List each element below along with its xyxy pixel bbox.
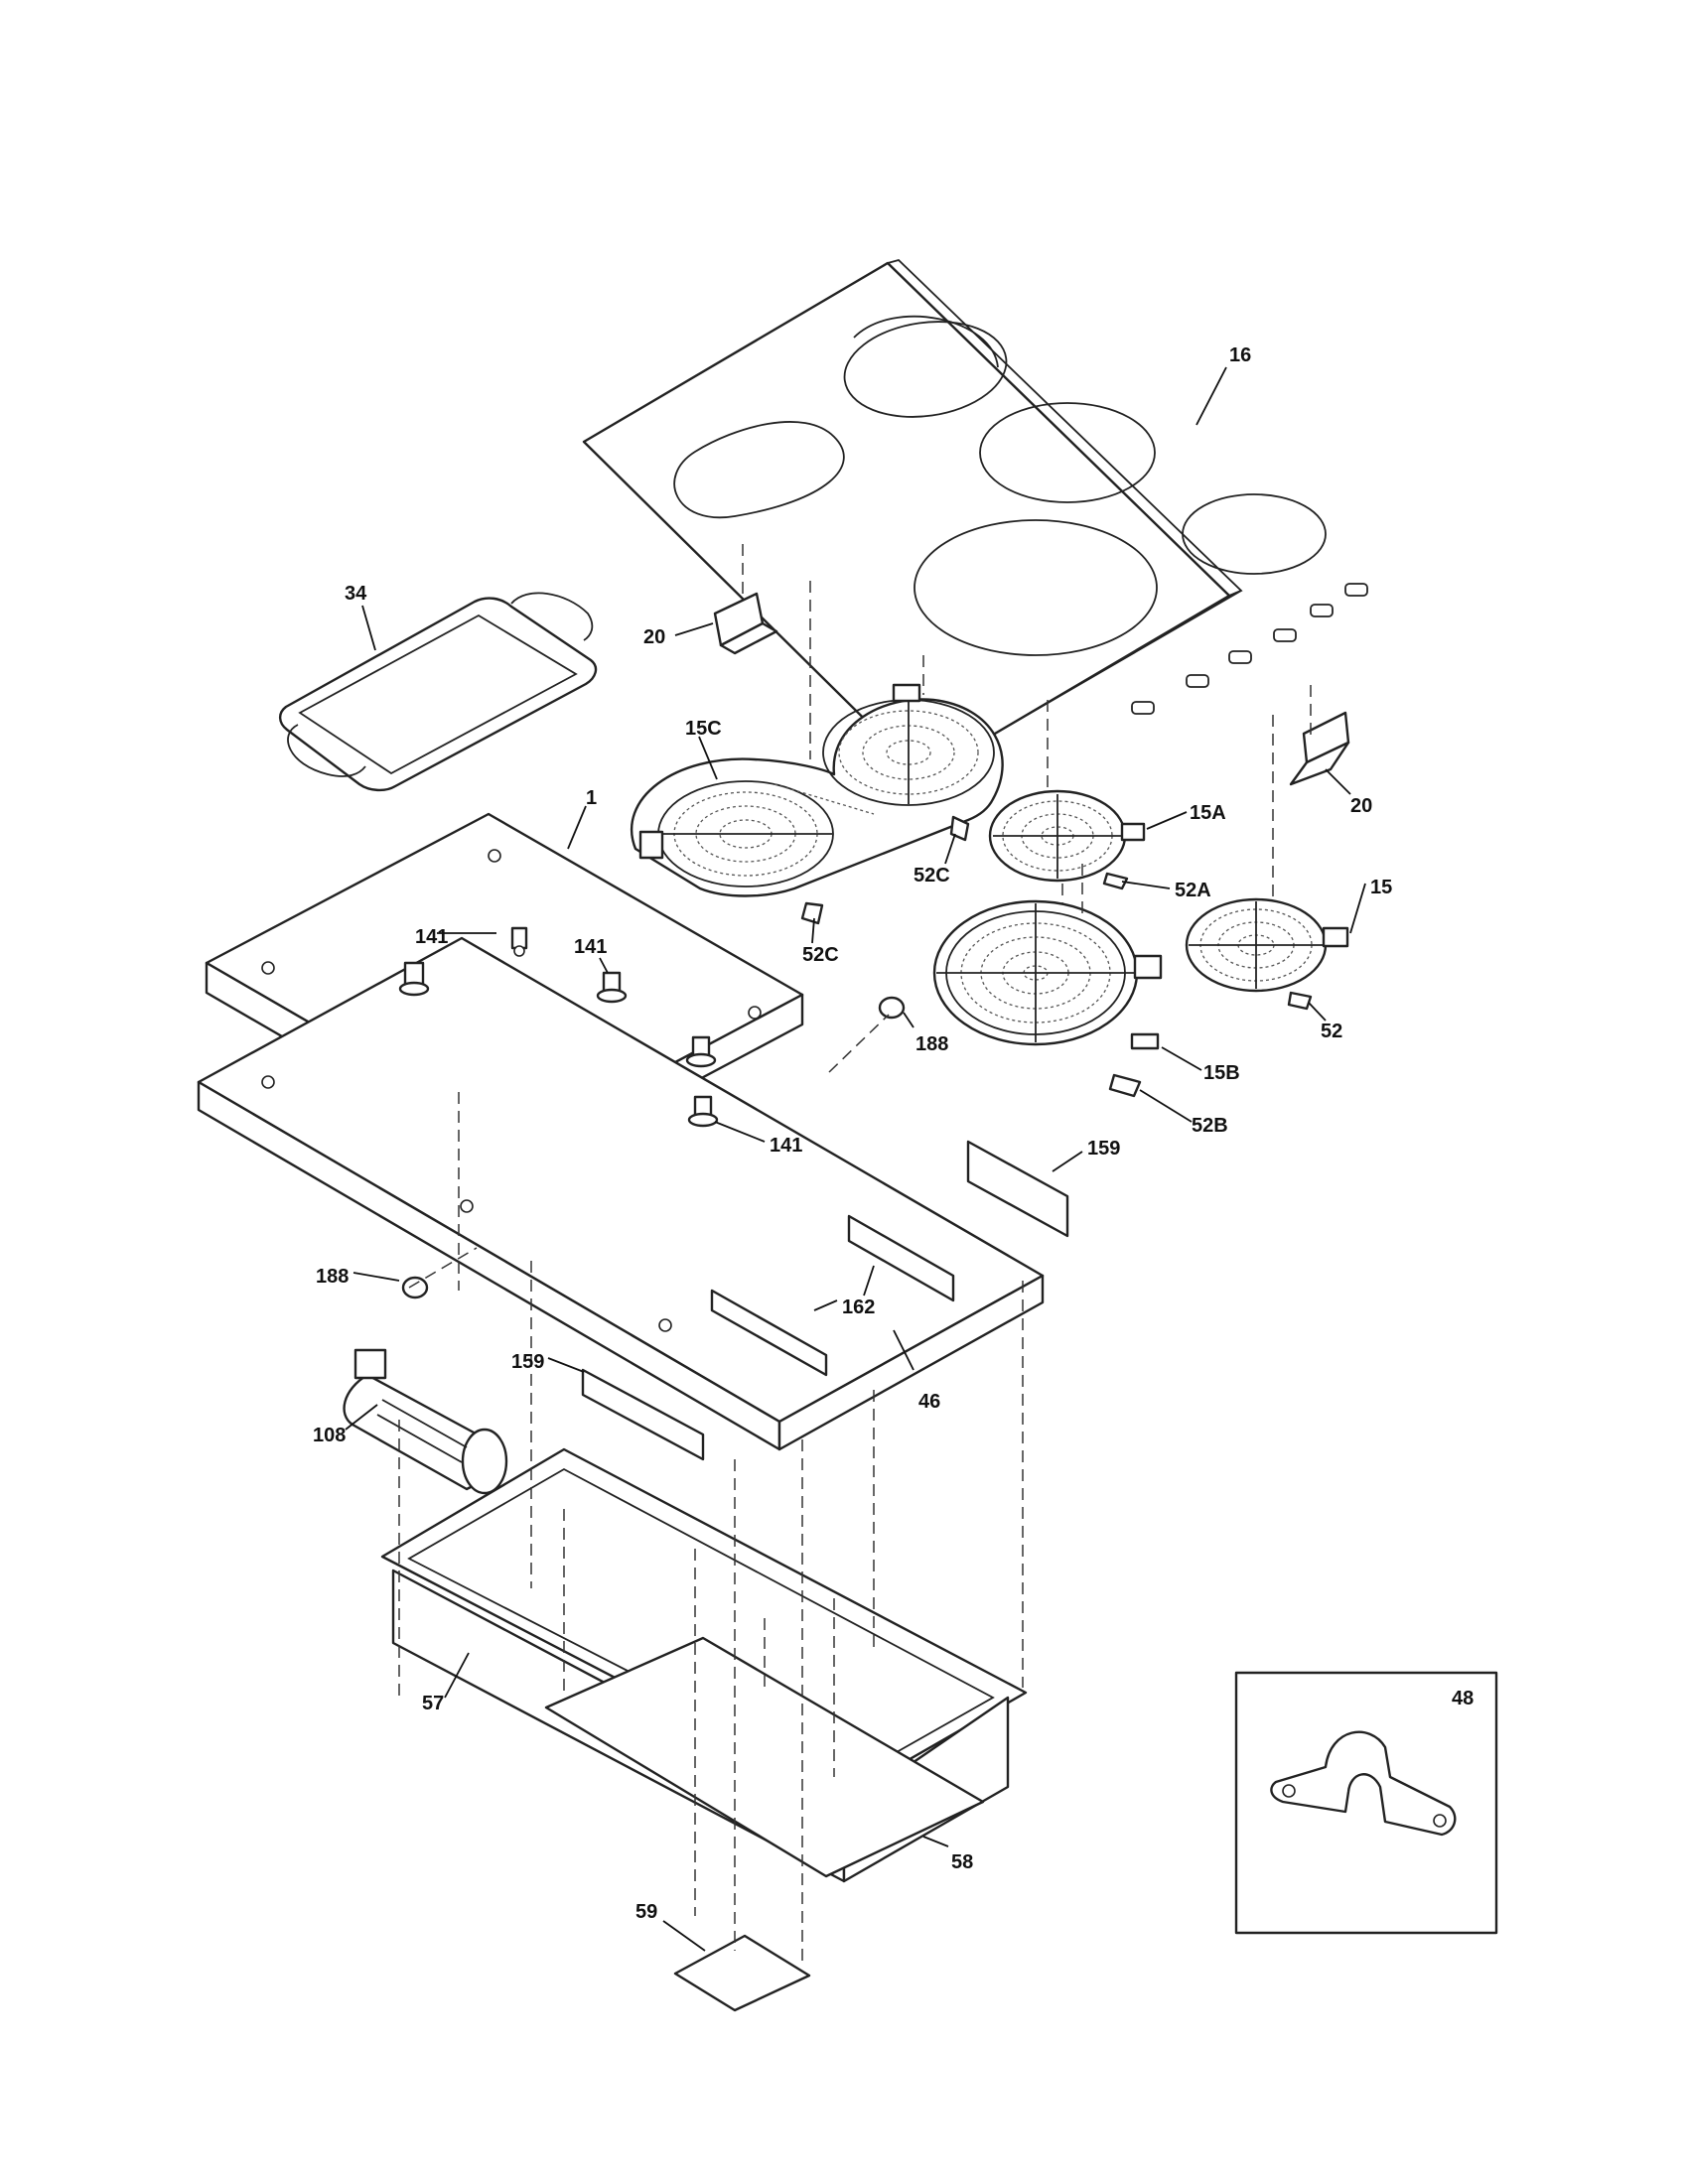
callout-141-b: 141 (574, 936, 607, 958)
callout-59: 59 (635, 1901, 657, 1923)
callouts: 16 34 20 20 15C 1 15A 52C 52C 52A 15 141… (313, 344, 1474, 1923)
callout-58: 58 (951, 1851, 973, 1873)
alignment-lines (398, 544, 1312, 1961)
plate-part-59 (673, 1934, 811, 2012)
callout-15: 15 (1370, 877, 1392, 898)
bracket-part-52c-bottom (800, 901, 824, 925)
bridge-element-part-15c (630, 683, 1004, 897)
callout-16: 16 (1229, 344, 1251, 366)
thermostat-part-141-c (685, 1035, 719, 1128)
pipe-clamp-part-48 (1270, 1730, 1457, 1837)
callout-141-c: 141 (770, 1135, 802, 1157)
callout-188-top: 188 (915, 1033, 948, 1055)
callout-15b: 15B (1203, 1062, 1240, 1084)
callout-20-left: 20 (643, 626, 665, 648)
bracket-part-20-right (1289, 711, 1350, 786)
grommet-part-188-left (401, 1276, 429, 1299)
bracket-part-159-right (966, 1140, 1069, 1238)
element-part-15b (932, 899, 1163, 1098)
bracket-part-162-right (847, 1214, 955, 1302)
blower-part-108 (343, 1348, 508, 1495)
bracket-part-162-left (710, 1289, 828, 1377)
thermostat-part-141-b (596, 971, 628, 1004)
callout-57: 57 (422, 1693, 444, 1714)
callout-141-a: 141 (415, 926, 448, 948)
callout-52c-top: 52C (914, 865, 950, 887)
detail-inset-box (1234, 1671, 1498, 1935)
callout-52b: 52B (1192, 1115, 1228, 1137)
callout-46: 46 (918, 1391, 940, 1413)
plate-part-58 (544, 1636, 985, 1878)
callout-162: 162 (842, 1297, 875, 1318)
callout-52a: 52A (1175, 880, 1211, 901)
bracket-part-20-left (713, 592, 778, 655)
callout-15c: 15C (685, 718, 722, 740)
callout-52: 52 (1321, 1021, 1342, 1042)
callout-34: 34 (345, 583, 367, 605)
element-part-15 (1185, 897, 1349, 1011)
thermostat-part-141-a (398, 926, 528, 997)
callout-188-left: 188 (316, 1266, 349, 1288)
lower-frame-part-46 (197, 936, 1045, 1451)
griddle-part-34 (278, 592, 598, 792)
cooktop-glass-part-16 (582, 258, 1368, 778)
leader-lines (345, 366, 1366, 1952)
grommet-part-188-top (878, 996, 906, 1020)
callout-159-right: 159 (1087, 1138, 1120, 1160)
callout-159-left: 159 (511, 1351, 544, 1373)
callout-15a: 15A (1190, 802, 1226, 824)
element-part-15a (988, 789, 1146, 890)
callout-1: 1 (586, 787, 597, 809)
bracket-part-159-left (581, 1368, 705, 1461)
callout-20-right: 20 (1350, 795, 1372, 817)
callout-108: 108 (313, 1425, 346, 1446)
callout-52c-bottom: 52C (802, 944, 839, 966)
callout-48: 48 (1452, 1688, 1474, 1709)
